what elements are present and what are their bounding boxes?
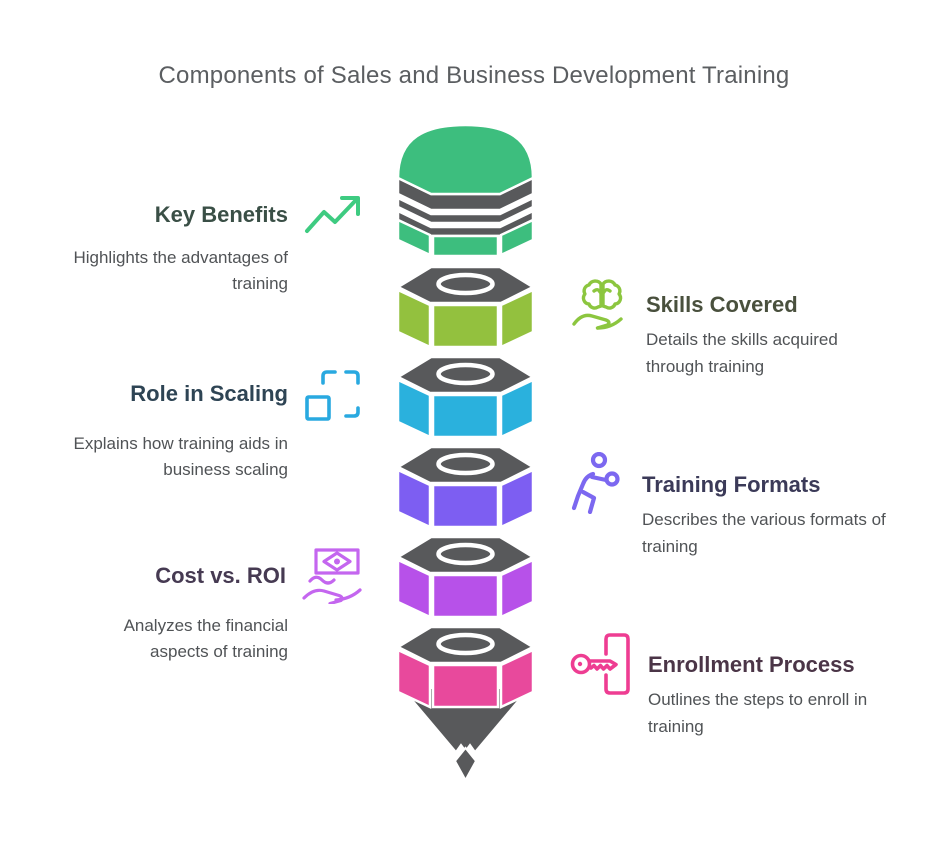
left-item-key-benefits: Key Benefits Highlights the advantages o… [28,194,362,298]
trend-up-icon [304,194,362,236]
left-item-role-in-scaling: Role in Scaling Explains how training ai… [28,366,362,484]
funnel-disc-skills-covered [398,267,533,347]
key-door-icon [570,630,632,698]
right-item-training-formats: Training Formats Describes the various f… [570,452,922,560]
scale-squares-icon [304,366,362,422]
right-item-enrollment-process: Enrollment Process Outlines the steps to… [570,630,922,740]
left-item-cost-vs-roi: Cost vs. ROI Analyzes the financial aspe… [28,548,362,666]
money-hand-icon [302,548,362,604]
cone-tip [453,746,478,783]
enrollment-process-description: Outlines the steps to enroll in training [648,690,868,736]
key-benefits-description: Highlights the advantages of training [73,248,288,294]
training-formats-description: Describes the various formats of trainin… [642,510,886,556]
training-formats-heading: Training Formats [642,472,821,497]
page-title: Components of Sales and Business Develop… [158,62,790,89]
top-disc-side [431,234,500,258]
cost-vs-roi-heading: Cost vs. ROI [155,562,286,588]
key-benefits-heading: Key Benefits [154,201,288,227]
person-training-icon [570,452,626,514]
top-disc-side [396,218,432,257]
right-item-skills-covered: Skills Covered Details the skills acquir… [570,276,922,380]
stripe-band [396,196,535,225]
funnel-disc-enrollment-process [398,627,533,707]
funnel-disc-cost-vs-roi [398,537,533,617]
funnel-top-disc [396,123,535,258]
skills-covered-heading: Skills Covered [646,292,798,317]
funnel-disc-role-in-scaling [398,357,533,437]
funnel-stack [390,123,541,783]
top-disc-side [499,218,535,257]
skills-covered-description: Details the skills acquired through trai… [646,330,838,376]
role-in-scaling-description: Explains how training aids in business s… [73,434,288,480]
brain-hand-icon [570,276,630,336]
top-disc-dome [396,123,535,196]
cost-vs-roi-description: Analyzes the financial aspects of traini… [123,616,288,662]
role-in-scaling-heading: Role in Scaling [130,380,288,406]
enrollment-process-heading: Enrollment Process [648,652,855,677]
funnel-disc-training-formats [398,447,533,527]
